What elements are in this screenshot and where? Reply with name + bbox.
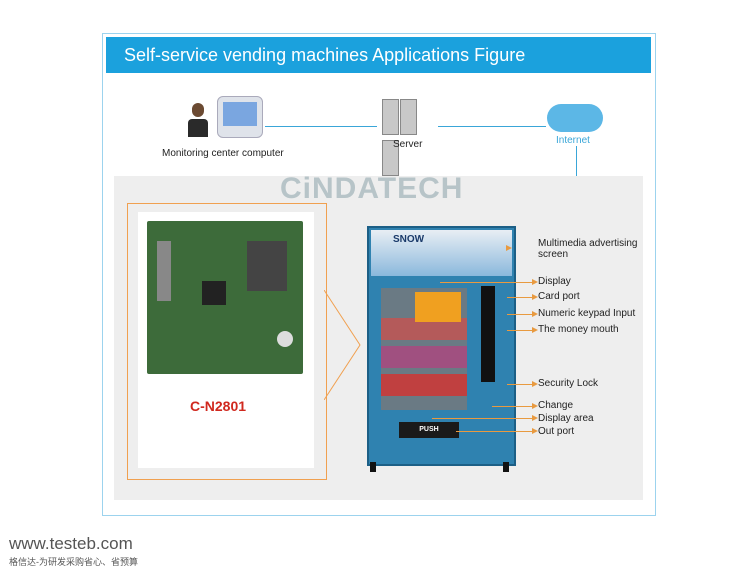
motherboard-image — [147, 221, 303, 374]
annotation-arrow — [507, 327, 538, 333]
footer-url: www.testeb.com — [9, 534, 133, 553]
internet-label: Internet — [556, 135, 590, 146]
machine-leg — [370, 462, 376, 472]
footer-slogan: 格信达-为研发采购省心、省预算 — [9, 557, 138, 567]
control-panel — [481, 286, 495, 382]
annotation-arrow — [507, 311, 538, 317]
monitoring-center-label: Monitoring center computer — [162, 148, 284, 159]
server-icon — [382, 99, 434, 176]
annotation-arrow — [432, 415, 538, 421]
push-button[interactable]: PUSH — [399, 422, 459, 438]
machine-leg — [503, 462, 509, 472]
board-callout-outline — [127, 203, 327, 480]
annotation-arrow — [507, 294, 538, 300]
annotation-out-port: Out port — [538, 426, 575, 437]
cloud-icon — [547, 104, 603, 132]
annotation-money-mouth: The money mouth — [538, 324, 619, 335]
annotation-display: Display — [538, 276, 571, 287]
advertising-screen: SNOW — [371, 230, 512, 276]
annotation-multimedia: Multimedia advertising screen — [538, 238, 638, 260]
person-icon — [188, 103, 208, 137]
connector-line — [265, 126, 377, 127]
annotation-keypad: Numeric keypad Input — [538, 308, 636, 319]
callout-pointer — [324, 290, 361, 400]
figure-title: Self-service vending machines Applicatio… — [106, 37, 651, 73]
annotation-arrow — [440, 279, 538, 285]
annotation-arrow — [456, 428, 538, 434]
annotation-arrow — [507, 381, 538, 387]
annotation-security-lock: Security Lock — [538, 378, 599, 389]
push-label: PUSH — [419, 426, 439, 433]
server-label: Server — [393, 139, 423, 150]
annotation-card-port: Card port — [538, 291, 580, 302]
brand-watermark: CiNDATECH — [280, 172, 464, 205]
annotation-arrow — [492, 403, 538, 409]
computer-icon — [217, 96, 263, 138]
annotation-display-area: Display area — [538, 413, 594, 424]
display-screen — [415, 292, 461, 322]
ad-brand: SNOW — [393, 234, 425, 245]
display-area — [381, 288, 467, 410]
annotation-change: Change — [538, 400, 574, 411]
connector-line — [438, 126, 546, 127]
connector-line — [576, 146, 577, 200]
vending-machine: SNOW PUSH — [367, 226, 516, 466]
board-model-label: C-N2801 — [190, 398, 247, 414]
